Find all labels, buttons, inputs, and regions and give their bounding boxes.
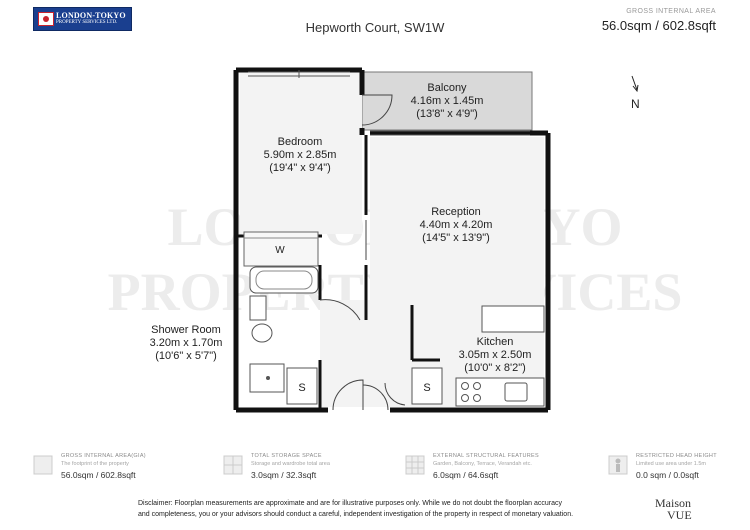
- bathtub: [249, 266, 319, 294]
- gia-label: GROSS INTERNAL AREA: [626, 8, 716, 15]
- bedroom-imperial: (19'4" x 9'4"): [269, 162, 331, 174]
- shower-room-imperial: (10'6" x 5'7"): [155, 350, 217, 362]
- footer-external-desc: Garden, Balcony, Terrace, Verandah etc.: [433, 461, 532, 467]
- person-height-icon: [608, 455, 628, 475]
- disclaimer-line-2: and completeness, you or your advisors s…: [138, 511, 574, 518]
- balcony-name: Balcony: [427, 82, 467, 94]
- storage-door: [384, 382, 406, 406]
- disclaimer: Disclaimer: Floorplan measurements are a…: [138, 498, 628, 520]
- area-square-icon: [33, 455, 53, 475]
- balcony-imperial: (13'8" x 4'9"): [416, 108, 478, 120]
- logo-line-1: LONDON-TOKYO: [56, 11, 126, 20]
- logo-line-2: PROPERTY SERVICES LTD.: [56, 20, 118, 25]
- balcony-doors: [370, 130, 530, 136]
- basin: [249, 295, 267, 321]
- north-label: N: [631, 97, 640, 111]
- north-arrow-icon: [631, 75, 639, 93]
- toilet: [251, 323, 273, 343]
- storage-marker-1: S: [298, 382, 305, 394]
- shower-room-metric: 3.20m x 1.70m: [150, 337, 223, 349]
- flag-icon: [38, 12, 54, 26]
- storage-grid-icon: [223, 455, 243, 475]
- reception-metric: 4.40m x 4.20m: [420, 219, 493, 231]
- doors: [319, 94, 406, 411]
- footer-gia-title: GROSS INTERNAL AREA(GIA): [61, 453, 146, 459]
- wardrobe-marker: W: [275, 245, 285, 256]
- storage-cupboard-1: [286, 367, 318, 405]
- brand-line-2: VUE: [667, 508, 692, 522]
- gia-value: 56.0sqm / 602.8sqft: [601, 18, 716, 33]
- property-title: Hepworth Court, SW1W: [305, 20, 445, 35]
- dotted-grid-icon: [405, 455, 425, 475]
- walls: [233, 67, 551, 413]
- brand-line-1: Maison: [655, 496, 691, 510]
- footer-storage-desc: Storage and wardrobe total area: [251, 461, 330, 467]
- footer-storage-value: 3.0sqm / 32.3sqft: [251, 470, 317, 480]
- balcony-metric: 4.16m x 1.45m: [411, 95, 484, 107]
- entrance-door-left: [332, 379, 364, 411]
- shower-room-name: Shower Room: [151, 324, 221, 336]
- reception-imperial: (14'5" x 13'9"): [422, 232, 490, 244]
- shower-room-door: [319, 299, 361, 321]
- kitchen-imperial: (10'0" x 8'2"): [464, 362, 526, 374]
- kitchen-island: [481, 305, 545, 333]
- disclaimer-line-1: Disclaimer: Floorplan measurements are a…: [138, 500, 562, 507]
- storage-marker-2: S: [423, 382, 430, 394]
- bedroom-area: [240, 72, 362, 234]
- footer-restricted-value: 0.0 sqm / 0.0sqft: [636, 470, 699, 480]
- footer-storage-title: TOTAL STORAGE SPACE: [251, 453, 322, 459]
- footer-external-value: 6.0sqm / 64.6sqft: [433, 470, 499, 480]
- reception-name: Reception: [431, 206, 481, 218]
- footer-restricted-desc: Limited use area under 1.5m: [636, 461, 707, 467]
- balcony-door: [361, 94, 393, 126]
- footer-restricted-title: RESTRICTED HEAD HEIGHT: [636, 453, 717, 459]
- bedroom-window: [248, 70, 350, 78]
- kitchen-sink: [504, 382, 528, 402]
- balcony-area: [361, 71, 533, 131]
- entrance-door-right: [362, 384, 389, 411]
- bedroom-name: Bedroom: [278, 136, 323, 148]
- kitchen-metric: 3.05m x 2.50m: [459, 349, 532, 361]
- hob: [461, 382, 481, 402]
- kitchen-counter: [455, 377, 545, 407]
- footer-gia-value: 56.0sqm / 602.8sqft: [61, 470, 136, 480]
- kitchen-name: Kitchen: [477, 336, 514, 348]
- company-logo: LONDON-TOKYO PROPERTY SERVICES LTD.: [33, 7, 132, 31]
- storage-cupboard-2: [411, 367, 443, 405]
- footer-gia-desc: The footprint of the property: [61, 461, 129, 467]
- bedroom-metric: 5.90m x 2.85m: [264, 149, 337, 161]
- footer-external-title: EXTERNAL STRUCTURAL FEATURES: [433, 453, 539, 459]
